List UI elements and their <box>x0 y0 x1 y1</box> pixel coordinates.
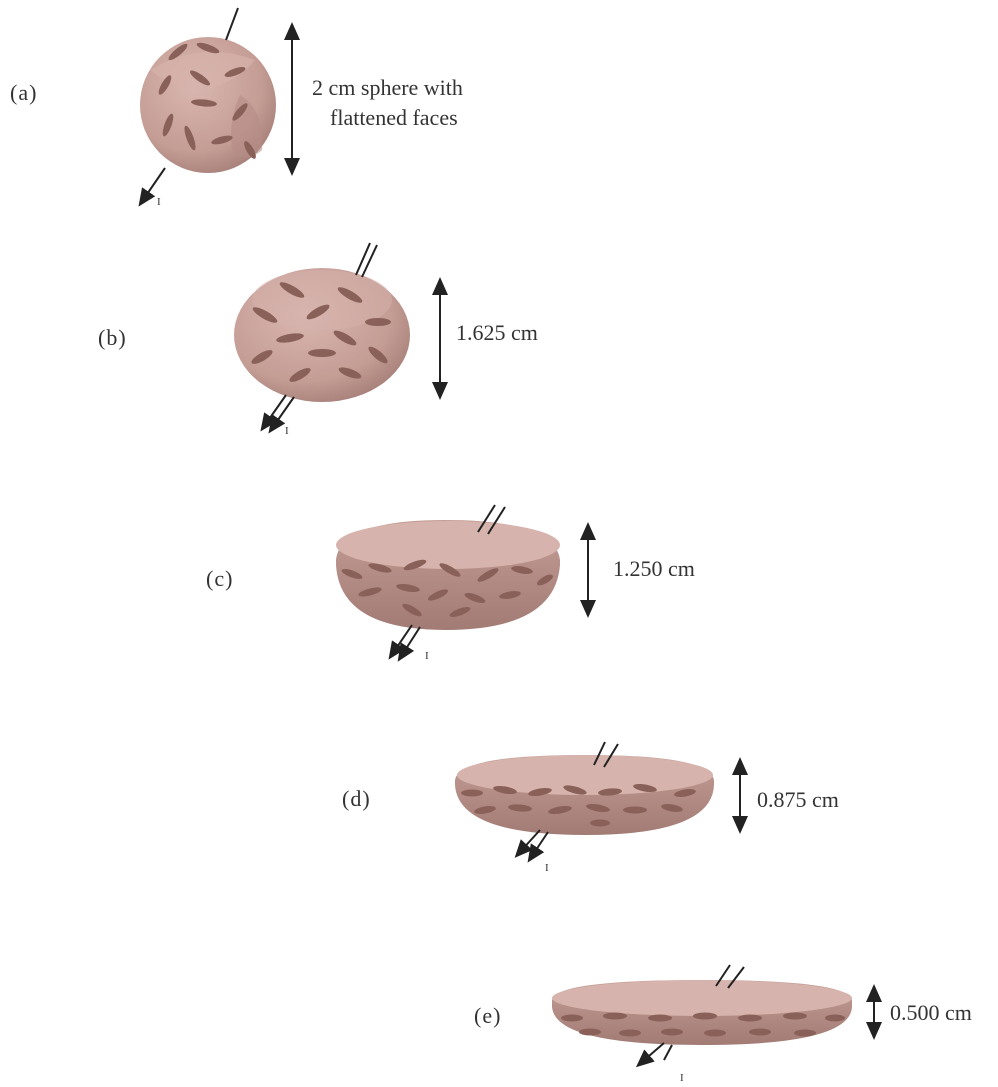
specimen-c <box>336 505 588 655</box>
specimen-d <box>455 742 740 856</box>
specimen-e <box>552 965 874 1062</box>
axis-arrow-a-top <box>226 8 238 40</box>
specimen-a <box>140 8 292 200</box>
specimen-c-top <box>336 521 560 569</box>
axis-arrow-a-bottom <box>143 168 165 200</box>
specimen-e-top <box>552 980 852 1016</box>
specimen-b <box>234 243 440 427</box>
